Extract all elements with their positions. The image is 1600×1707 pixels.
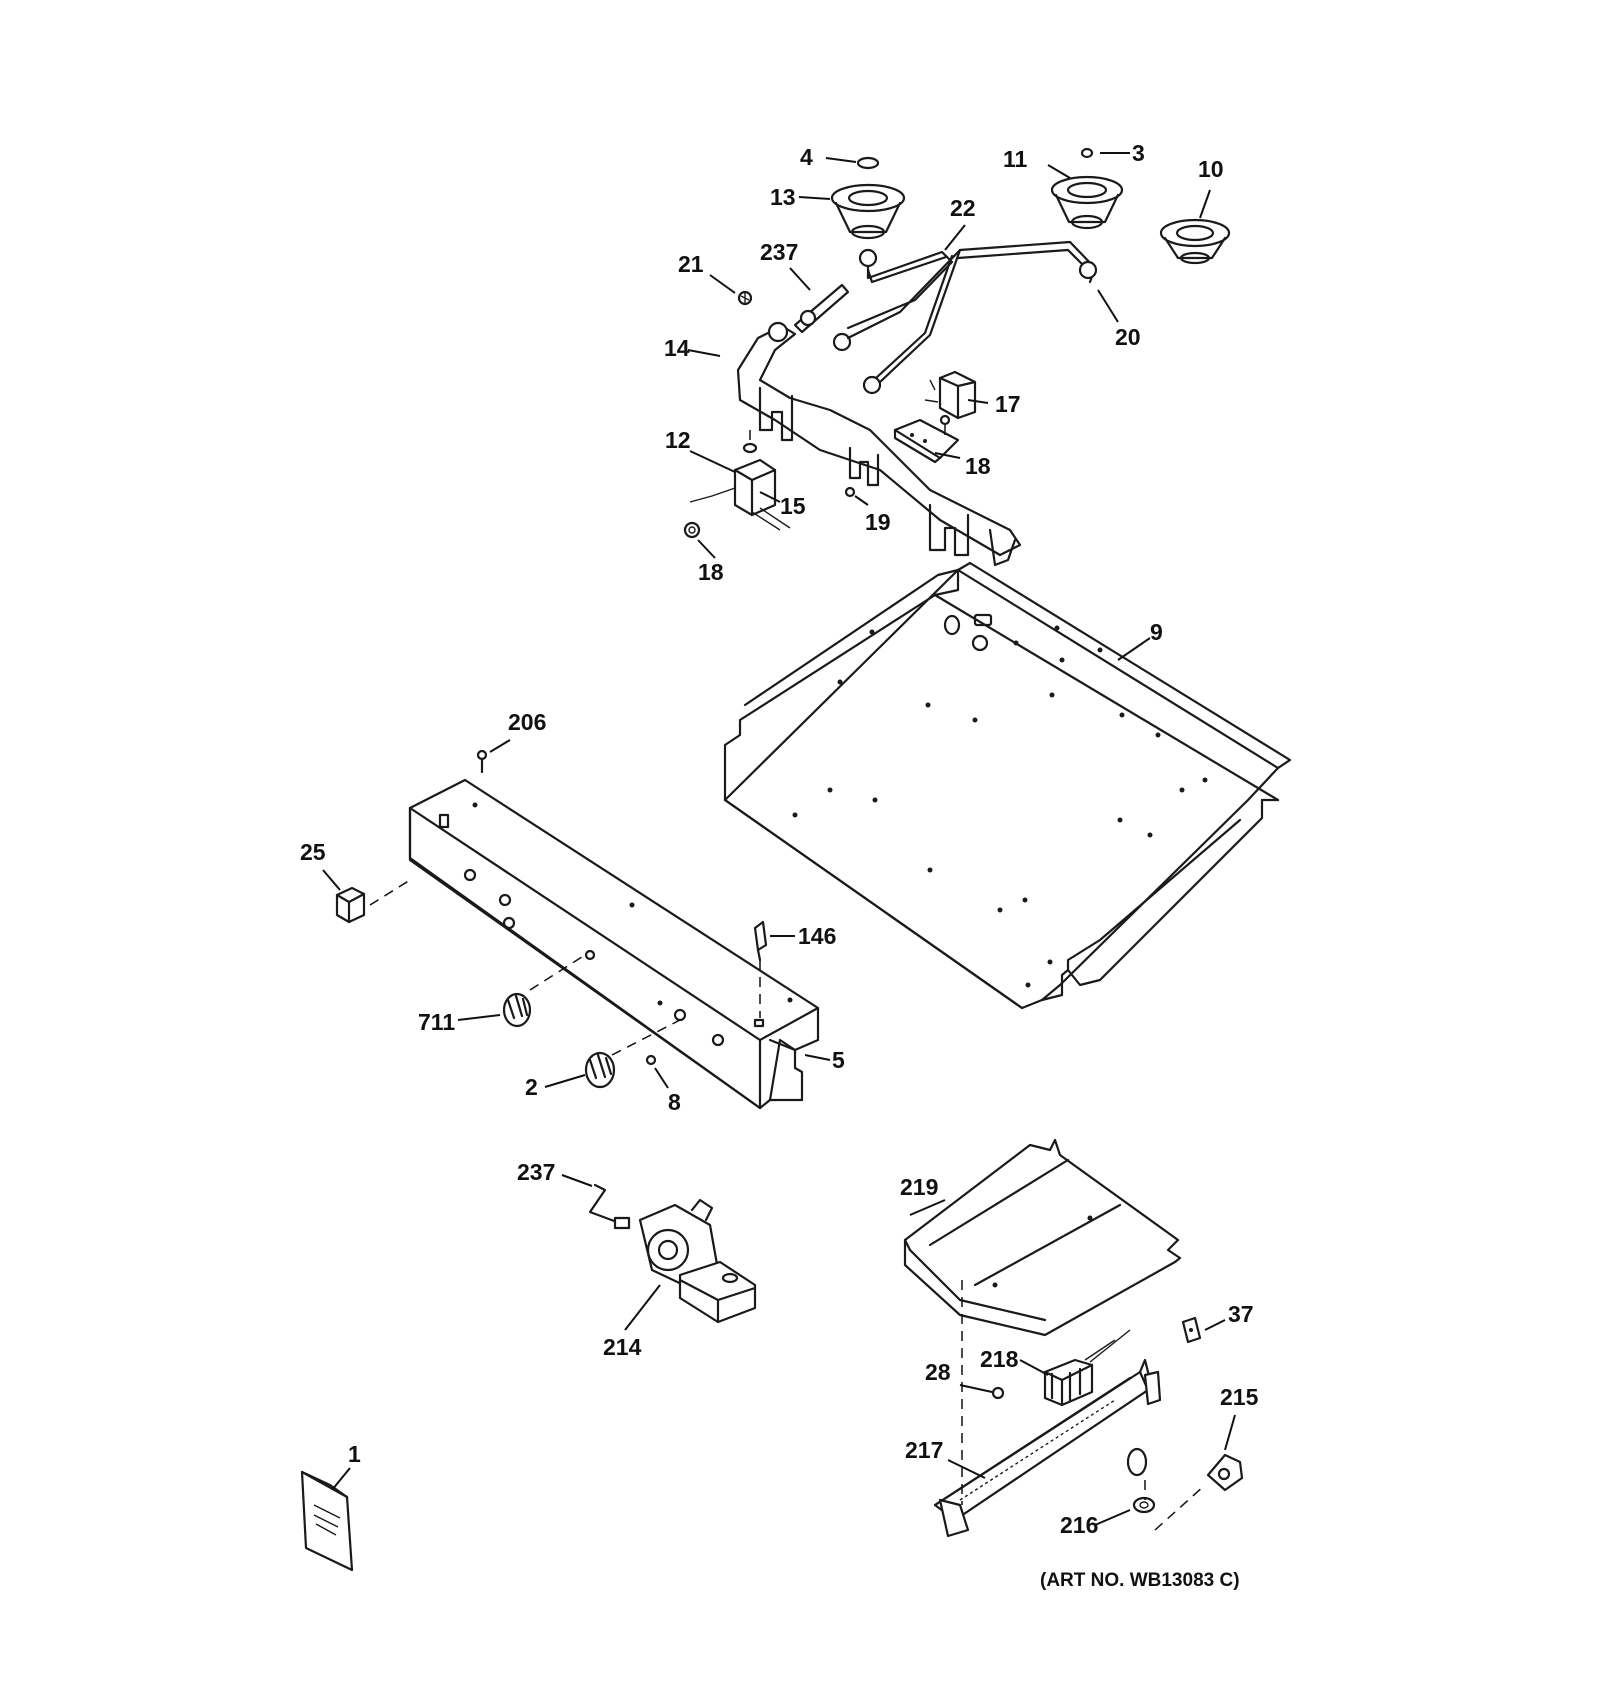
bracket-215: [1206, 1453, 1244, 1492]
callout-12: 12: [665, 427, 691, 453]
screw-8: [645, 1054, 657, 1066]
screw-28: [991, 1386, 1005, 1400]
manifold-14: [736, 321, 1022, 567]
grate-seal-4: [856, 156, 880, 170]
screw-206: [476, 749, 488, 774]
igniter-216: [1126, 1370, 1162, 1514]
burner-head-11: [1050, 175, 1124, 230]
gas-tube-22: [832, 248, 962, 352]
switch-25: [335, 886, 366, 924]
callout-4: 4: [800, 144, 813, 170]
callout-20: 20: [1115, 324, 1141, 350]
nut-18-bottom: [683, 521, 701, 539]
callout-14: 14: [664, 335, 690, 361]
callout-219: 219: [900, 1174, 938, 1200]
shield-219: [903, 1138, 1182, 1337]
callout-28: 28: [925, 1359, 951, 1385]
callout-37: 37: [1228, 1301, 1254, 1327]
callout-9: 9: [1150, 619, 1163, 645]
callout-19: 19: [865, 509, 891, 535]
control-panel-5: [408, 778, 820, 1110]
callout-18-bottom: 18: [698, 559, 724, 585]
literature-packet-1: [300, 1470, 354, 1572]
callout-8: 8: [668, 1089, 681, 1115]
gas-valve-214: [638, 1198, 757, 1324]
callout-2: 2: [525, 1074, 538, 1100]
bracket-18-top: [893, 418, 960, 464]
callout-25: 25: [300, 839, 326, 865]
burner-head-13: [830, 183, 906, 240]
callout-217: 217: [905, 1437, 943, 1463]
callout-206: 206: [508, 709, 546, 735]
knob-711: [502, 992, 532, 1028]
callout-15: 15: [780, 493, 806, 519]
screw-21: [737, 290, 753, 306]
valve-15: [689, 442, 791, 531]
callout-711: 711: [418, 1009, 455, 1035]
callout-146: 146: [798, 923, 836, 949]
clip-146: [753, 920, 768, 962]
callout-237-bottom: 237: [517, 1159, 555, 1185]
callout-237-top: 237: [760, 239, 798, 265]
art-number: (ART NO. WB13083 C): [1040, 1570, 1240, 1591]
gas-tube-20: [862, 240, 1098, 395]
callout-218: 218: [980, 1346, 1019, 1372]
callout-216: 216: [1060, 1512, 1098, 1538]
screw-19: [844, 486, 856, 498]
callout-11: 11: [1003, 146, 1028, 172]
callout-13: 13: [770, 184, 796, 210]
callout-214: 214: [603, 1334, 642, 1360]
callout-10: 10: [1198, 156, 1224, 182]
orifice-237-bottom: [588, 1183, 631, 1230]
knob-2: [584, 1051, 616, 1089]
orifice-237-top: [793, 283, 850, 334]
callout-labels: 4 3 11 10 13 22 21 237 14 20 17 12 18 15…: [300, 140, 1259, 1538]
callout-5: 5: [832, 1047, 845, 1073]
callout-17: 17: [995, 391, 1021, 417]
callout-215: 215: [1220, 1384, 1259, 1410]
igniter-switch-17: [924, 370, 977, 426]
leader-lines: [322, 152, 1236, 1531]
burner-head-10: [1159, 218, 1231, 265]
bracket-37: [1181, 1316, 1202, 1344]
callout-3: 3: [1132, 140, 1145, 166]
callout-21: 21: [678, 251, 704, 277]
igniter-switch-218: [1043, 1329, 1131, 1407]
callout-1: 1: [348, 1441, 361, 1467]
burner-box-9: [723, 561, 1292, 1010]
callout-18-top: 18: [965, 453, 991, 479]
screw-3: [1080, 147, 1094, 159]
callout-22: 22: [950, 195, 976, 221]
